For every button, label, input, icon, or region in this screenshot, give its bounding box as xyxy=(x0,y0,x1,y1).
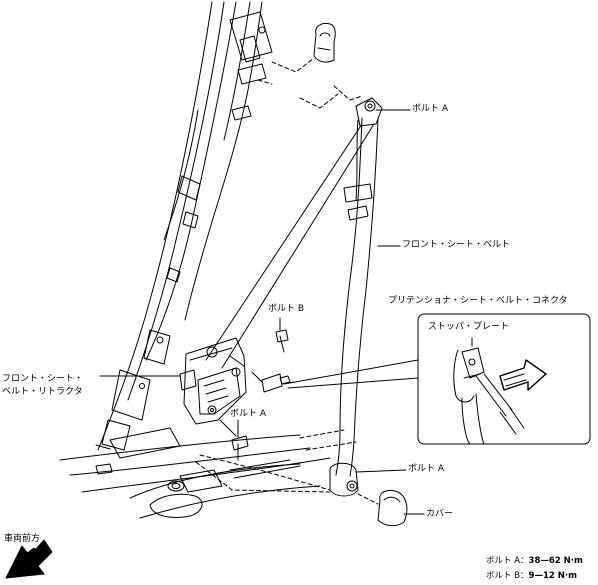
torque-bolt-a: ボルト A：38—62 N·m xyxy=(486,555,583,568)
bolt-b xyxy=(275,317,289,353)
upper-belt-anchor xyxy=(355,97,411,127)
detail-box xyxy=(417,313,591,445)
lower-belt-anchor xyxy=(329,462,407,497)
label-front-seat-belt: フロント・シート・ベルト xyxy=(402,240,511,250)
upper-anchor-cover xyxy=(313,23,336,63)
b-pillar xyxy=(95,1,273,451)
label-cover: カバー xyxy=(426,509,454,519)
bolt-a-middle xyxy=(231,419,249,461)
torque-bolt-a-value: 38—62 N·m xyxy=(528,556,583,566)
detail-callout-lines xyxy=(283,359,419,389)
label-retractor-line2: ベルト・リトラクタ xyxy=(2,387,83,397)
lap-belt xyxy=(335,117,401,477)
label-pretensioner-connector: プリテンショナ・シート・ベルト・コネクタ xyxy=(388,296,568,306)
guide-lines-top xyxy=(257,57,363,109)
label-bolt-a-top: ボルト A xyxy=(412,104,449,114)
shoulder-belt xyxy=(205,119,375,369)
guide-lines-lower xyxy=(195,454,379,505)
label-bolt-a-middle: ボルト A xyxy=(230,409,267,419)
label-stopper-plate: ストッパ・プレート xyxy=(428,322,510,333)
torque-bolt-b-value: 9—12 N·m xyxy=(528,571,577,581)
torque-bolt-b: ボルト B：9—12 N·m xyxy=(486,570,577,583)
label-bolt-a-lower: ボルト A xyxy=(408,464,445,474)
torque-bolt-a-name: ボルト A： xyxy=(486,556,529,566)
pretensioner-connector-local xyxy=(251,371,291,393)
label-vehicle-front: 車両前方 xyxy=(4,534,41,544)
retractor xyxy=(179,337,247,437)
vehicle-front-arrow-icon xyxy=(5,539,53,579)
label-bolt-b: ボルト B xyxy=(268,304,305,314)
torque-bolt-b-name: ボルト B： xyxy=(486,571,529,581)
floor-sill xyxy=(59,427,357,519)
lower-cover xyxy=(377,489,425,527)
label-retractor-line1: フロント・シート・ xyxy=(2,374,84,384)
